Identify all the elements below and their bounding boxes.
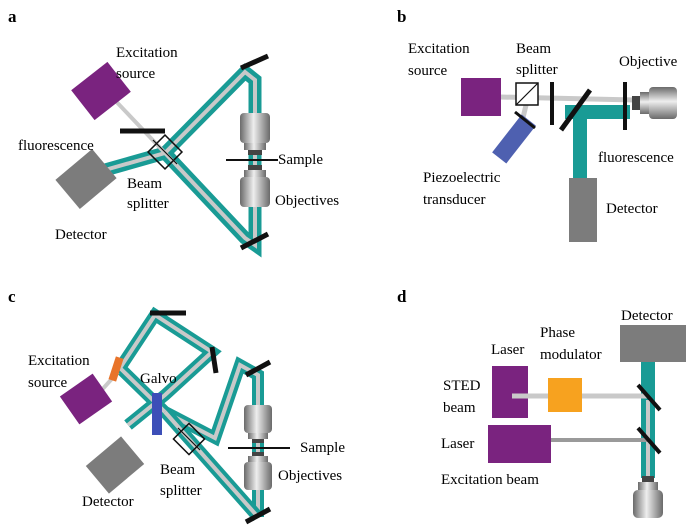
excitation-source-block [71,61,131,121]
detector-block [620,325,686,362]
panel-b: b Excitation source Beam splitter Object… [397,7,678,242]
objective-lower-c [244,452,272,490]
label-sted-d-2: beam [443,400,476,416]
panel-c: c Excitation source Ga [8,287,345,525]
dichroic-mirror-lower-d [636,426,662,455]
source-coupler [108,356,124,382]
beam-path-d [550,360,655,478]
mirror-top [239,53,270,71]
label-sted-d-1: STED [443,378,481,394]
beam-path-c [98,306,264,521]
panel-letter-b: b [397,7,406,26]
label-sample-a: Sample [278,152,323,168]
laser-top-block [492,366,528,418]
detector-block [569,178,597,242]
phase-modulator-block [548,378,582,412]
mirror-bottom [239,231,270,251]
objective-upper [240,113,270,155]
label-beam-splitter-a-1: Beam [127,176,162,192]
label-excitation-a-2: source [116,66,155,82]
label-phase-d-1: Phase [540,325,575,341]
piezo-transducer-block [492,114,536,164]
panel-letter-a: a [8,7,17,26]
panel-letter-c: c [8,287,16,306]
label-beam-splitter-c-1: Beam [160,462,195,478]
panel-d: d Detector Laser Phase modulator STED be… [397,287,686,518]
label-detector-d: Detector [621,308,673,324]
excitation-source-block [461,78,501,116]
label-piezo-b-2: transducer [423,192,485,208]
label-excitation-a-1: Excitation [116,45,178,61]
label-excitation-b-1: Excitation [408,41,470,57]
label-detector-c: Detector [82,494,134,510]
dichroic-mirror-b [558,88,593,132]
label-sample-c: Sample [300,440,345,456]
objective-d [633,476,663,518]
label-phase-d-2: modulator [540,347,602,363]
label-beam-splitter-b-1: Beam [516,41,551,57]
objective-upper-c [244,405,272,443]
laser-bottom-block [488,425,551,463]
label-laser-top-d: Laser [491,342,524,358]
label-objectives-a: Objectives [275,193,339,209]
label-beam-splitter-b-2: splitter [516,62,558,78]
label-beam-splitter-a-2: splitter [127,196,169,212]
panel-letter-d: d [397,287,407,306]
piezo-mirror [514,110,536,130]
objective-b [632,87,677,119]
label-detector-a: Detector [55,227,107,243]
galvo-block [152,393,162,435]
detector-block [55,149,117,209]
detector-block [85,436,145,494]
label-fluorescence-a: fluorescence [18,138,94,154]
label-objective-b: Objective [619,54,678,70]
label-laser-bottom-d: Laser [441,436,474,452]
label-excitation-c-2: source [28,375,67,391]
mirror-upper-c [244,359,272,378]
label-detector-b: Detector [606,201,658,217]
beam-splitter-diagonal [152,139,178,165]
label-galvo-c: Galvo [140,371,177,387]
beam-splitter-diagonal [177,427,201,451]
label-fluorescence-b: fluorescence [598,150,674,166]
mirror-right-c [209,346,219,374]
label-excitation-c-1: Excitation [28,353,90,369]
panel-a: a Excitation source fluorescence Beam [8,7,339,258]
beam-splitter-diagonal [515,82,539,106]
label-objectives-c: Objectives [278,468,342,484]
dichroic-mirror-upper-d [636,383,662,412]
label-piezo-b-1: Piezoelectric [423,170,501,186]
beam-path-a [103,63,262,258]
label-excitation-beam-d: Excitation beam [441,472,539,488]
excitation-source-block [59,373,113,425]
objective-lower [240,165,270,207]
label-beam-splitter-c-2: splitter [160,483,202,499]
label-excitation-b-2: source [408,63,447,79]
mirror-bottom-c [244,506,272,525]
